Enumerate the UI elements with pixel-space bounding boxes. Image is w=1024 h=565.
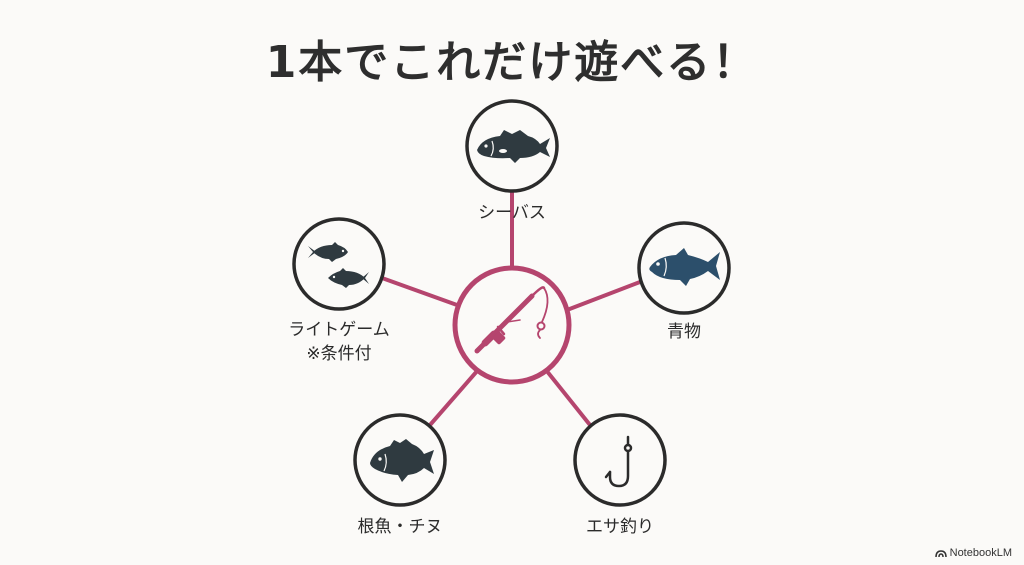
label-esa: エサ釣り	[586, 517, 654, 537]
label-seabass: シーバス	[478, 203, 546, 223]
fishing-rod-icon	[474, 286, 549, 354]
connector-lines	[381, 192, 641, 427]
notebooklm-watermark: NotebookLM	[934, 547, 1012, 559]
yellowtail-icon	[649, 248, 720, 286]
connector-negyo	[428, 368, 480, 427]
brand-label: NotebookLM	[949, 547, 1012, 559]
label-aomono: 青物	[667, 322, 701, 342]
label-light-game-note: ※条件付	[306, 344, 372, 364]
node-esa	[573, 413, 667, 507]
label-light-game: ライトゲーム	[288, 320, 390, 340]
seabass-icon	[477, 130, 550, 163]
label-light-game-group: ライトゲーム ※条件付	[288, 318, 390, 366]
center-node	[452, 265, 572, 385]
connector-light-game	[381, 276, 458, 307]
notebooklm-logo-icon	[934, 549, 947, 557]
node-negyo	[353, 413, 447, 507]
node-light-game	[292, 217, 386, 311]
connector-aomono	[566, 280, 641, 312]
connector-esa	[544, 368, 592, 427]
hook-icon	[604, 435, 633, 488]
node-aomono	[637, 221, 731, 315]
node-seabass	[465, 99, 559, 193]
small-fish-pair-icon	[308, 242, 369, 288]
rockfish-icon	[370, 439, 434, 482]
label-negyo: 根魚・チヌ	[357, 517, 443, 537]
page-title: 1本でこれだけ遊べる！	[265, 37, 759, 88]
